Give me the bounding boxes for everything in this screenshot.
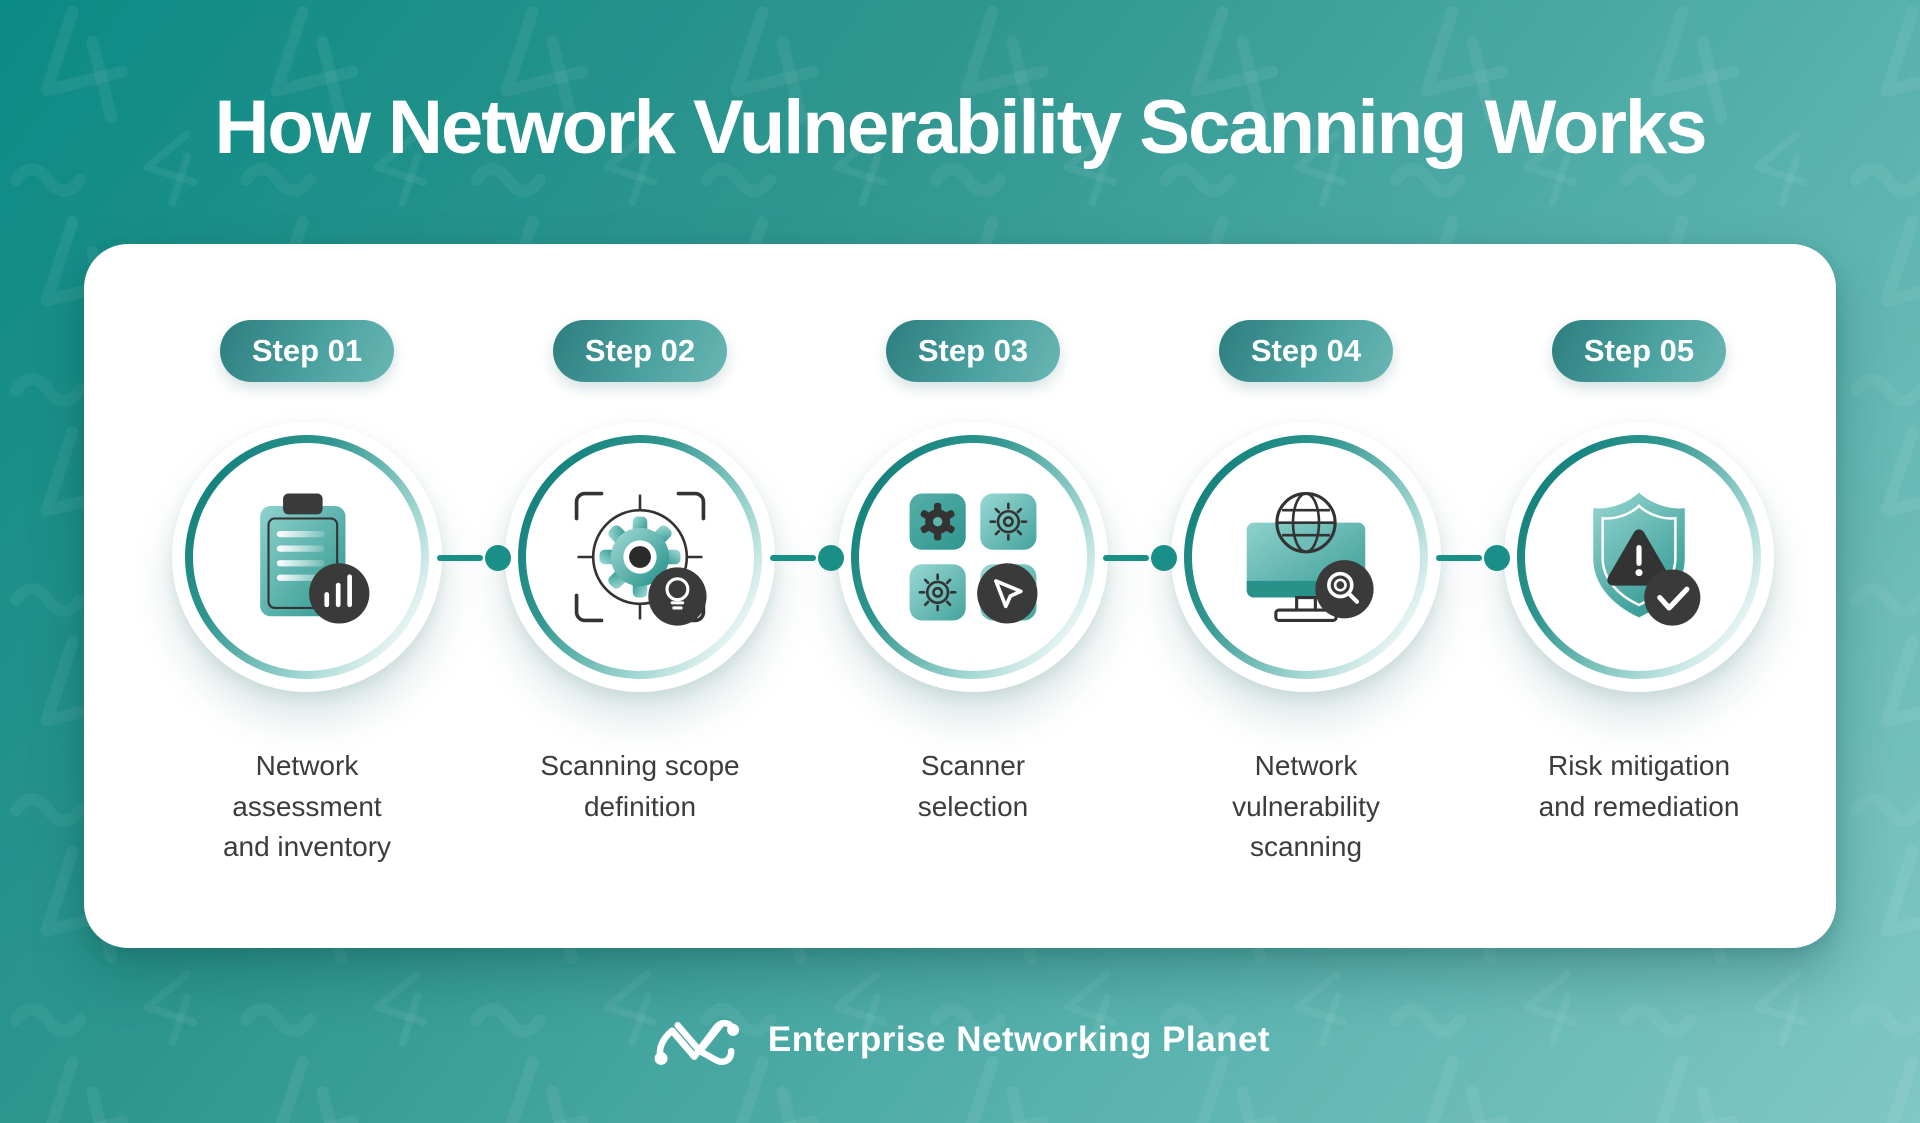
step-column-2: Step 02 [490,320,790,827]
step-1-badge: Step 01 [219,320,395,382]
gear-scan-target-icon [574,491,707,626]
connector-dot [485,545,511,571]
step-4-label: Network vulnerability scanning [1232,750,1380,863]
step-2-badge: Step 02 [552,320,728,382]
step-3-ring-inner [859,443,1087,671]
step-column-4: Step 04 [1156,320,1456,868]
step-3-ring [851,435,1095,679]
step-5-circle [1504,422,1774,692]
lightbulb-badge-icon [648,567,707,626]
step-3-circle [838,422,1108,692]
connector-dot [1151,545,1177,571]
step-5-ring [1517,435,1761,679]
connector-2 [770,545,844,571]
footer: Enterprise Networking Planet [0,1006,1920,1074]
step-2-label: Scanning scope definition [540,750,740,822]
step-column-5: Step 05 [1489,320,1789,827]
step-5-ring-inner [1525,443,1753,671]
outline-gear-glyph [918,573,957,612]
connector-line [1103,555,1149,561]
step-column-1: Step 01 [157,320,457,868]
step-3-label: Scanner selection [917,750,1029,822]
globe-glyph [1275,491,1337,554]
step-2-ring [518,435,762,679]
connector-3 [1103,545,1177,571]
step-4-ring [1184,435,1428,679]
connector-line [1436,555,1482,561]
enterprise-networking-planet-logo-icon [654,1019,739,1065]
brand-name: Enterprise Networking Planet [767,1020,1271,1059]
connector-dot [818,545,844,571]
step-column-3: Step 03 [823,320,1123,827]
step-1-ring [185,435,429,679]
clipboard-report-icon [260,493,370,624]
step-1-ring-inner [193,443,421,671]
connector-1 [437,545,511,571]
check-badge-icon [1644,569,1701,626]
outline-gear-glyph [989,502,1028,541]
cursor-badge-icon [977,563,1038,624]
monitor-globe-search-icon [1246,491,1374,622]
step-1-label: Network assessment and inventory [222,750,392,863]
scanner-grid-cursor-icon [909,493,1038,624]
step-2-circle [505,422,775,692]
connector-4 [1436,545,1510,571]
connector-line [770,555,816,561]
step-2-ring-inner [526,443,754,671]
step-4-badge: Step 04 [1218,320,1394,382]
step-5-badge: Step 05 [1551,320,1727,382]
steps-card: Step 01 [84,244,1836,948]
step-3-badge: Step 03 [885,320,1061,382]
step-4-circle [1171,422,1441,692]
connector-dot [1484,545,1510,571]
step-5-label: Risk mitigation and remediation [1538,750,1740,822]
solid-gear-glyph [920,502,955,541]
connector-line [437,555,483,561]
shield-alert-check-icon [1593,492,1701,626]
page-title: How Network Vulnerability Scanning Works [214,85,1708,170]
step-1-circle [172,422,442,692]
step-4-ring-inner [1192,443,1420,671]
